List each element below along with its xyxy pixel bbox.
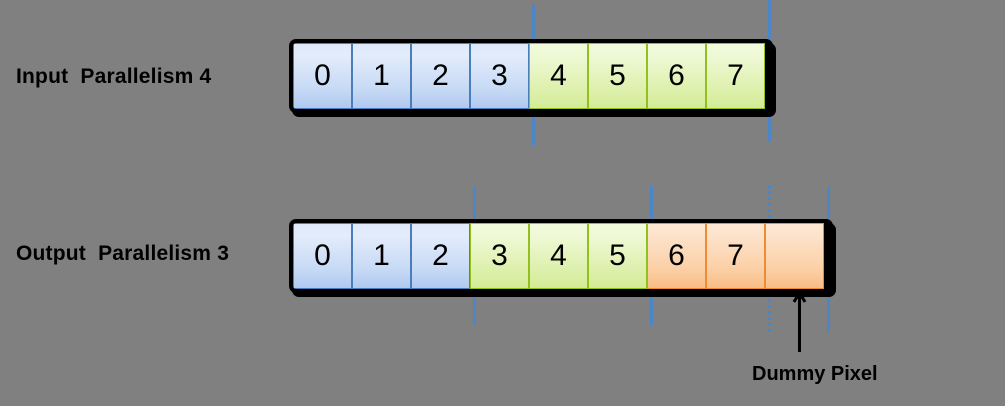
output-row-label: Output Parallelism 3 [16,242,230,265]
output-cell-3[interactable]: 3 [470,223,529,289]
input-cell-6[interactable]: 6 [647,43,706,109]
input-row-label: Input Parallelism 4 [16,65,212,88]
input-cell-0[interactable]: 0 [293,43,352,109]
output-cell-5[interactable]: 5 [588,223,647,289]
up-arrow-icon [798,292,801,352]
input-cell-2[interactable]: 2 [411,43,470,109]
input-cell-7[interactable]: 7 [706,43,765,109]
input-cell-3[interactable]: 3 [470,43,529,109]
output-cell-dummy[interactable] [765,223,824,289]
output-cell-1[interactable]: 1 [352,223,411,289]
output-cell-4[interactable]: 4 [529,223,588,289]
output-cell-0[interactable]: 0 [293,223,352,289]
output-cell-6[interactable]: 6 [647,223,706,289]
output-cell-2[interactable]: 2 [411,223,470,289]
dummy-pixel-label: Dummy Pixel [752,363,878,385]
output-cell-7[interactable]: 7 [706,223,765,289]
input-cell-4[interactable]: 4 [529,43,588,109]
output-parallelism-bar: 0 1 2 3 4 5 6 7 [289,219,833,293]
input-cell-1[interactable]: 1 [352,43,411,109]
input-cell-5[interactable]: 5 [588,43,647,109]
input-parallelism-bar: 0 1 2 3 4 5 6 7 [289,39,773,113]
